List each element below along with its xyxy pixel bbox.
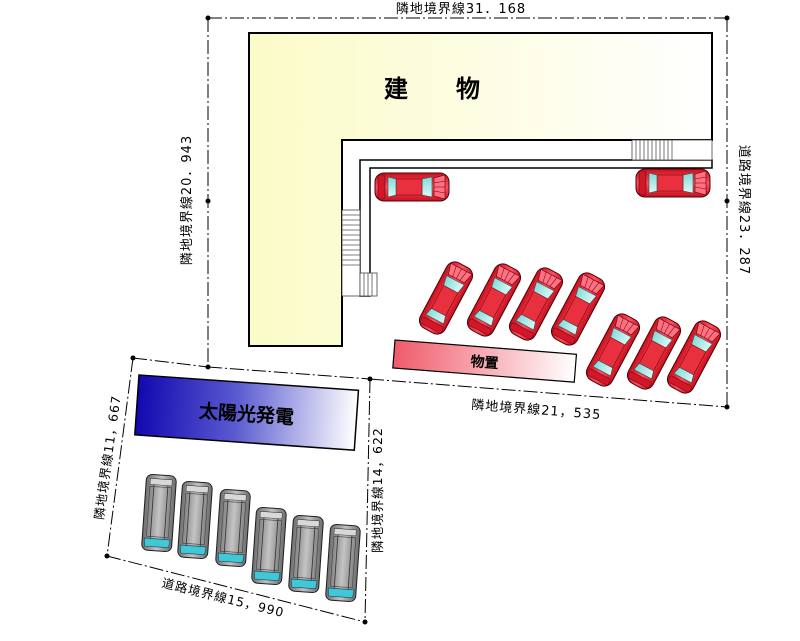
gray-car-icon (324, 523, 362, 603)
gray-car-icon (176, 480, 214, 560)
red-car-icon (374, 172, 450, 202)
red-car-icon (635, 168, 711, 198)
gray-car-icon (214, 488, 252, 568)
storage-shed: 物置 (392, 339, 578, 383)
dimension-left: 隣地境界線20．943 (179, 135, 195, 265)
red-car-icon (415, 258, 477, 338)
storage-label: 物置 (470, 353, 499, 372)
main-lot-boundary (205, 15, 730, 410)
dimension-bottom-main: 隣地境界線21，535 (471, 397, 602, 423)
stairs-icon (341, 209, 361, 297)
stairs-icon (359, 272, 378, 297)
solar-panel: 太陽光発電 (134, 374, 360, 452)
solar-lot-boundary (104, 355, 371, 625)
gray-car-icon (287, 514, 325, 594)
gray-car-icon (250, 506, 288, 586)
gray-car-icon (140, 473, 178, 553)
stairs-icon (631, 139, 713, 161)
building-label: 建 物 (384, 75, 480, 103)
dimension-lot-left: 隣地境界線11，667 (91, 394, 123, 521)
dimension-right: 道路境界線23．287 (736, 145, 752, 275)
dimension-top: 隣地境界線31．168 (396, 1, 526, 17)
dimension-lot-right: 隣地境界線14，622 (370, 427, 385, 553)
